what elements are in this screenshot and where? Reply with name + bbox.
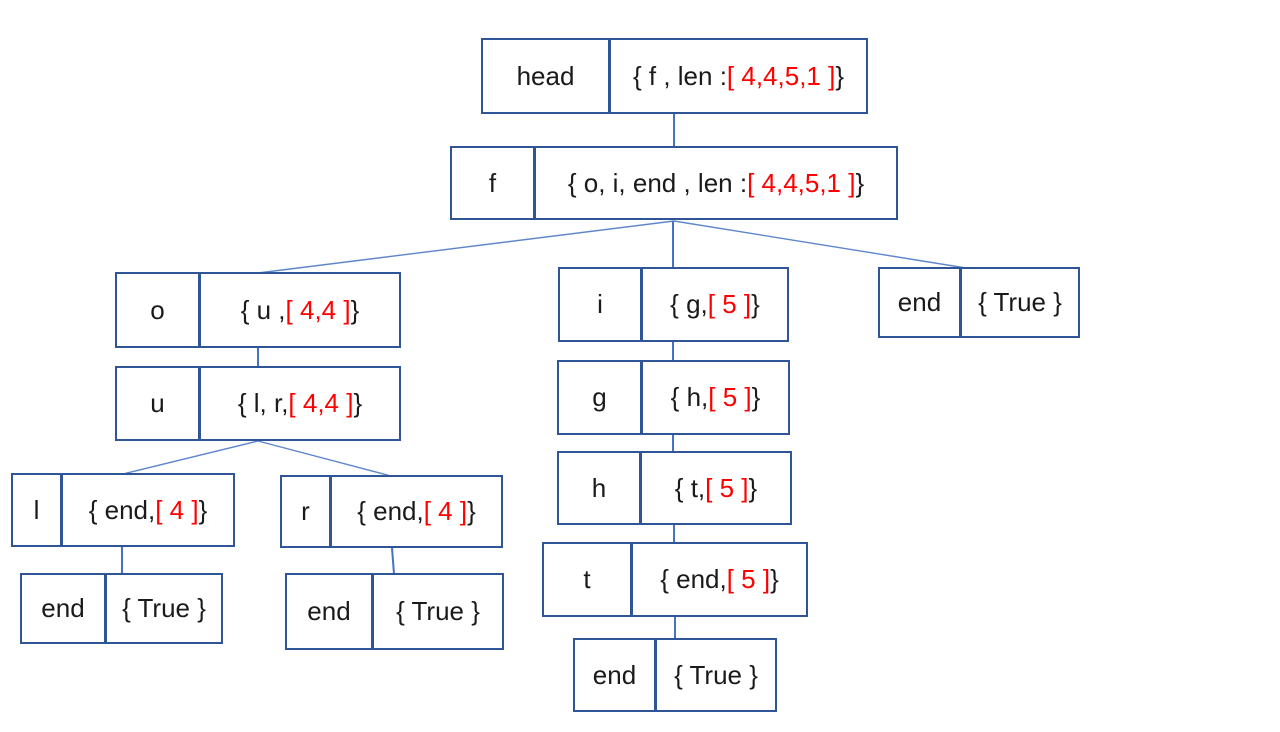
connector-u-r <box>257 440 392 477</box>
node-value-text: } <box>748 472 758 503</box>
node-value-text: { True } <box>674 659 758 690</box>
node-value: { o, i, end , len : [ 4,4,5,1 ] } <box>536 148 896 218</box>
node-value-text: { end, <box>660 564 727 594</box>
node-value: { f , len : [ 4,4,5,1 ] } <box>611 40 866 112</box>
node-value: { True } <box>107 575 221 642</box>
node-value-highlight: [ 5 ] <box>707 289 752 319</box>
node-value: { end, [ 5 ] } <box>633 544 806 615</box>
node-value-highlight: [ 4,4 ] <box>285 294 351 325</box>
connector-u-l <box>122 440 259 475</box>
node-key: h <box>559 453 642 523</box>
node-key: o <box>117 274 201 346</box>
node-key: end <box>287 575 374 648</box>
node-key: end <box>22 575 107 642</box>
trie-node-o: o { u , [ 4,4 ] } <box>115 272 401 348</box>
node-value-text: } <box>855 167 865 198</box>
trie-node-h: h { t, [ 5 ] } <box>557 451 792 525</box>
node-value-highlight: [ 5 ] <box>708 382 752 412</box>
node-key: end <box>575 640 657 710</box>
node-value-text: } <box>770 564 779 594</box>
node-value-highlight: [ 4,4,5,1 ] <box>726 60 836 91</box>
node-value-text: { h, <box>670 382 709 412</box>
node-key: end <box>880 269 962 336</box>
node-value-text: { f , len : <box>632 60 727 91</box>
node-value-text: { t, <box>674 472 706 503</box>
node-key: i <box>560 269 643 340</box>
node-value-text: } <box>751 289 760 319</box>
trie-node-end-r: end { True } <box>285 573 504 650</box>
node-value-text: } <box>198 494 208 525</box>
connector-f-o <box>257 220 675 274</box>
node-value: { True } <box>374 575 502 648</box>
node-value-text: { end, <box>357 496 424 526</box>
node-value-highlight: [ 5 ] <box>726 564 771 594</box>
node-value-text: { True } <box>122 593 206 623</box>
node-value-text: } <box>751 382 761 412</box>
node-value-text: { o, i, end , len : <box>567 167 748 198</box>
trie-node-i: i { g, [ 5 ] } <box>558 267 789 342</box>
node-value-text: } <box>350 294 360 325</box>
node-key: r <box>282 477 332 546</box>
trie-node-f: f { o, i, end , len : [ 4,4,5,1 ] } <box>450 146 898 220</box>
node-value-text: { True } <box>978 287 1062 317</box>
node-value-highlight: [ 5 ] <box>705 472 749 503</box>
trie-node-end-l: end { True } <box>20 573 223 644</box>
node-value-text: { True } <box>396 596 480 626</box>
node-value: { l, r, [ 4,4 ] } <box>201 368 399 439</box>
connector-f-end <box>673 220 967 269</box>
node-value-text: { end, <box>88 494 156 525</box>
trie-node-end-t: end { True } <box>573 638 777 712</box>
node-value-text: } <box>467 496 476 526</box>
node-value-text: } <box>835 60 845 91</box>
trie-node-head: head { f , len : [ 4,4,5,1 ] } <box>481 38 868 114</box>
node-key: head <box>483 40 611 112</box>
node-key: u <box>117 368 201 439</box>
node-value-highlight: [ 4 ] <box>423 496 468 526</box>
node-value: { end, [ 4 ] } <box>63 475 233 545</box>
node-value: { True } <box>962 269 1078 336</box>
trie-node-u: u { l, r, [ 4,4 ] } <box>115 366 401 441</box>
trie-node-r: r { end, [ 4 ] } <box>280 475 503 548</box>
node-value: { t, [ 5 ] } <box>642 453 790 523</box>
node-value-highlight: [ 4,4,5,1 ] <box>747 167 856 198</box>
node-key: g <box>559 362 643 433</box>
node-value-highlight: [ 4,4 ] <box>288 388 354 418</box>
node-key: f <box>452 148 536 218</box>
node-key: l <box>13 475 63 545</box>
node-key: t <box>544 544 633 615</box>
node-value: { u , [ 4,4 ] } <box>201 274 399 346</box>
trie-node-end-f: end { True } <box>878 267 1080 338</box>
node-value-text: } <box>353 388 363 418</box>
trie-node-l: l { end, [ 4 ] } <box>11 473 235 547</box>
node-value-text: { u , <box>240 294 286 325</box>
node-value: { True } <box>657 640 775 710</box>
trie-node-g: g { h, [ 5 ] } <box>557 360 790 435</box>
connector-r-end <box>391 547 395 575</box>
node-value-text: { g, <box>670 289 708 319</box>
node-value: { h, [ 5 ] } <box>643 362 788 433</box>
node-value-text: { l, r, <box>237 388 289 418</box>
node-value-highlight: [ 4 ] <box>155 494 199 525</box>
node-value: { g, [ 5 ] } <box>643 269 787 340</box>
trie-node-t: t { end, [ 5 ] } <box>542 542 808 617</box>
node-value: { end, [ 4 ] } <box>332 477 501 546</box>
